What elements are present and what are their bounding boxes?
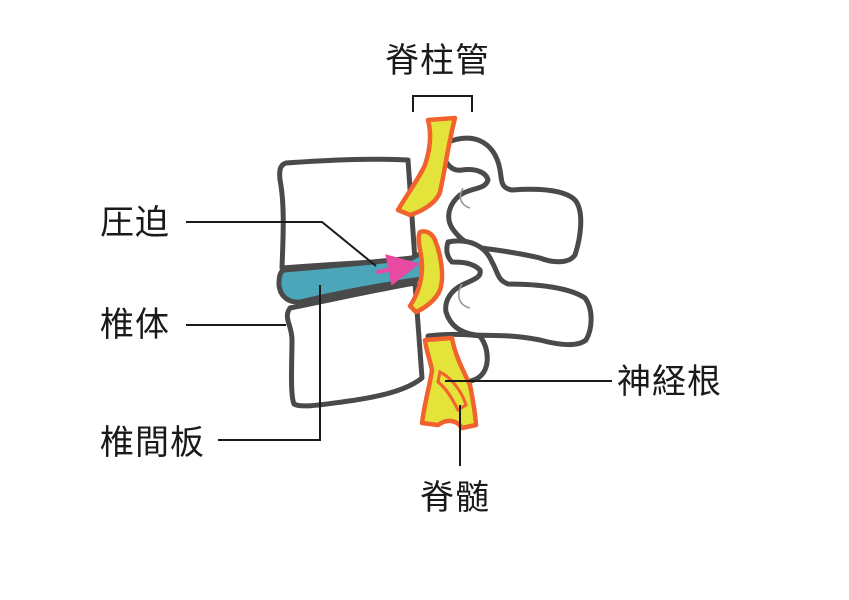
upper-facet-detail bbox=[459, 187, 471, 209]
label-intervertebral-disc: 椎間板 bbox=[100, 423, 205, 463]
upper-posterior-element bbox=[439, 135, 584, 265]
label-spinal-canal: 脊柱管 bbox=[385, 41, 490, 81]
spinal-cord-middle bbox=[407, 229, 445, 315]
disc-leader-line bbox=[218, 285, 321, 441]
label-nerve-root: 神経根 bbox=[617, 362, 722, 402]
spinal-cord-upper bbox=[395, 115, 458, 218]
compression-leader-line bbox=[186, 221, 377, 267]
lower-vertebral-body bbox=[284, 280, 425, 409]
compression-arrow bbox=[376, 254, 420, 286]
label-compression: 圧迫 bbox=[100, 203, 170, 243]
spinal-canal-bracket bbox=[412, 95, 473, 112]
lower-facet-detail bbox=[457, 283, 471, 309]
label-spinal-cord: 脊髄 bbox=[420, 478, 490, 518]
label-vertebral-body: 椎体 bbox=[100, 305, 170, 345]
lower-posterior-element bbox=[443, 238, 594, 348]
upper-vertebral-body bbox=[277, 156, 418, 271]
